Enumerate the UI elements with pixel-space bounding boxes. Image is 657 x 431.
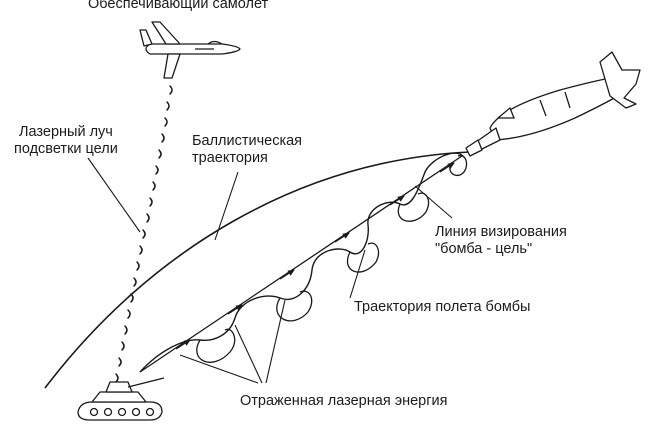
label-sightline-line2: "бомба - цель": [435, 241, 533, 257]
ballistic-trajectory: [44, 151, 471, 389]
bomb-path-loops: [196, 154, 468, 363]
leader-reflected-3: [265, 299, 286, 384]
label-laser-beam-line2: подсветки цели: [14, 141, 118, 157]
label-bomb-path: Траектория полета бомбы: [354, 299, 531, 315]
label-ballistic: Баллистическая траектория: [192, 133, 302, 167]
leader-sightline: [414, 185, 453, 219]
label-ballistic-line1: Баллистическая: [192, 133, 303, 149]
bomb-flight-path: [139, 152, 464, 373]
label-aircraft: Обеспечивающий самолет: [88, 0, 269, 12]
leader-reflected-2: [234, 324, 263, 384]
jet-aircraft-icon: [139, 21, 241, 79]
sightline-arrows: [175, 162, 455, 350]
label-laser-beam-line1: Лазерный луч: [18, 124, 113, 140]
label-sightline: Линия визирования "бомба - цель": [435, 224, 567, 258]
laser-beam: [115, 85, 173, 383]
leader-ballistic: [214, 171, 239, 241]
label-ballistic-line2: траектория: [192, 150, 268, 166]
label-sightline-line1: Линия визирования: [435, 224, 567, 240]
sightline-bomb-target: [139, 155, 463, 373]
leader-bomb-path: [349, 249, 366, 299]
leader-reflected-1: [179, 354, 259, 384]
label-reflected-energy: Отраженная лазерная энергия: [240, 393, 448, 409]
guided-bomb-icon: [465, 51, 641, 157]
label-laser-beam: Лазерный луч подсветки цели: [14, 124, 118, 158]
tank-icon: [77, 377, 165, 421]
leader-laser-beam: [87, 157, 141, 233]
leader-lines: [87, 157, 453, 384]
